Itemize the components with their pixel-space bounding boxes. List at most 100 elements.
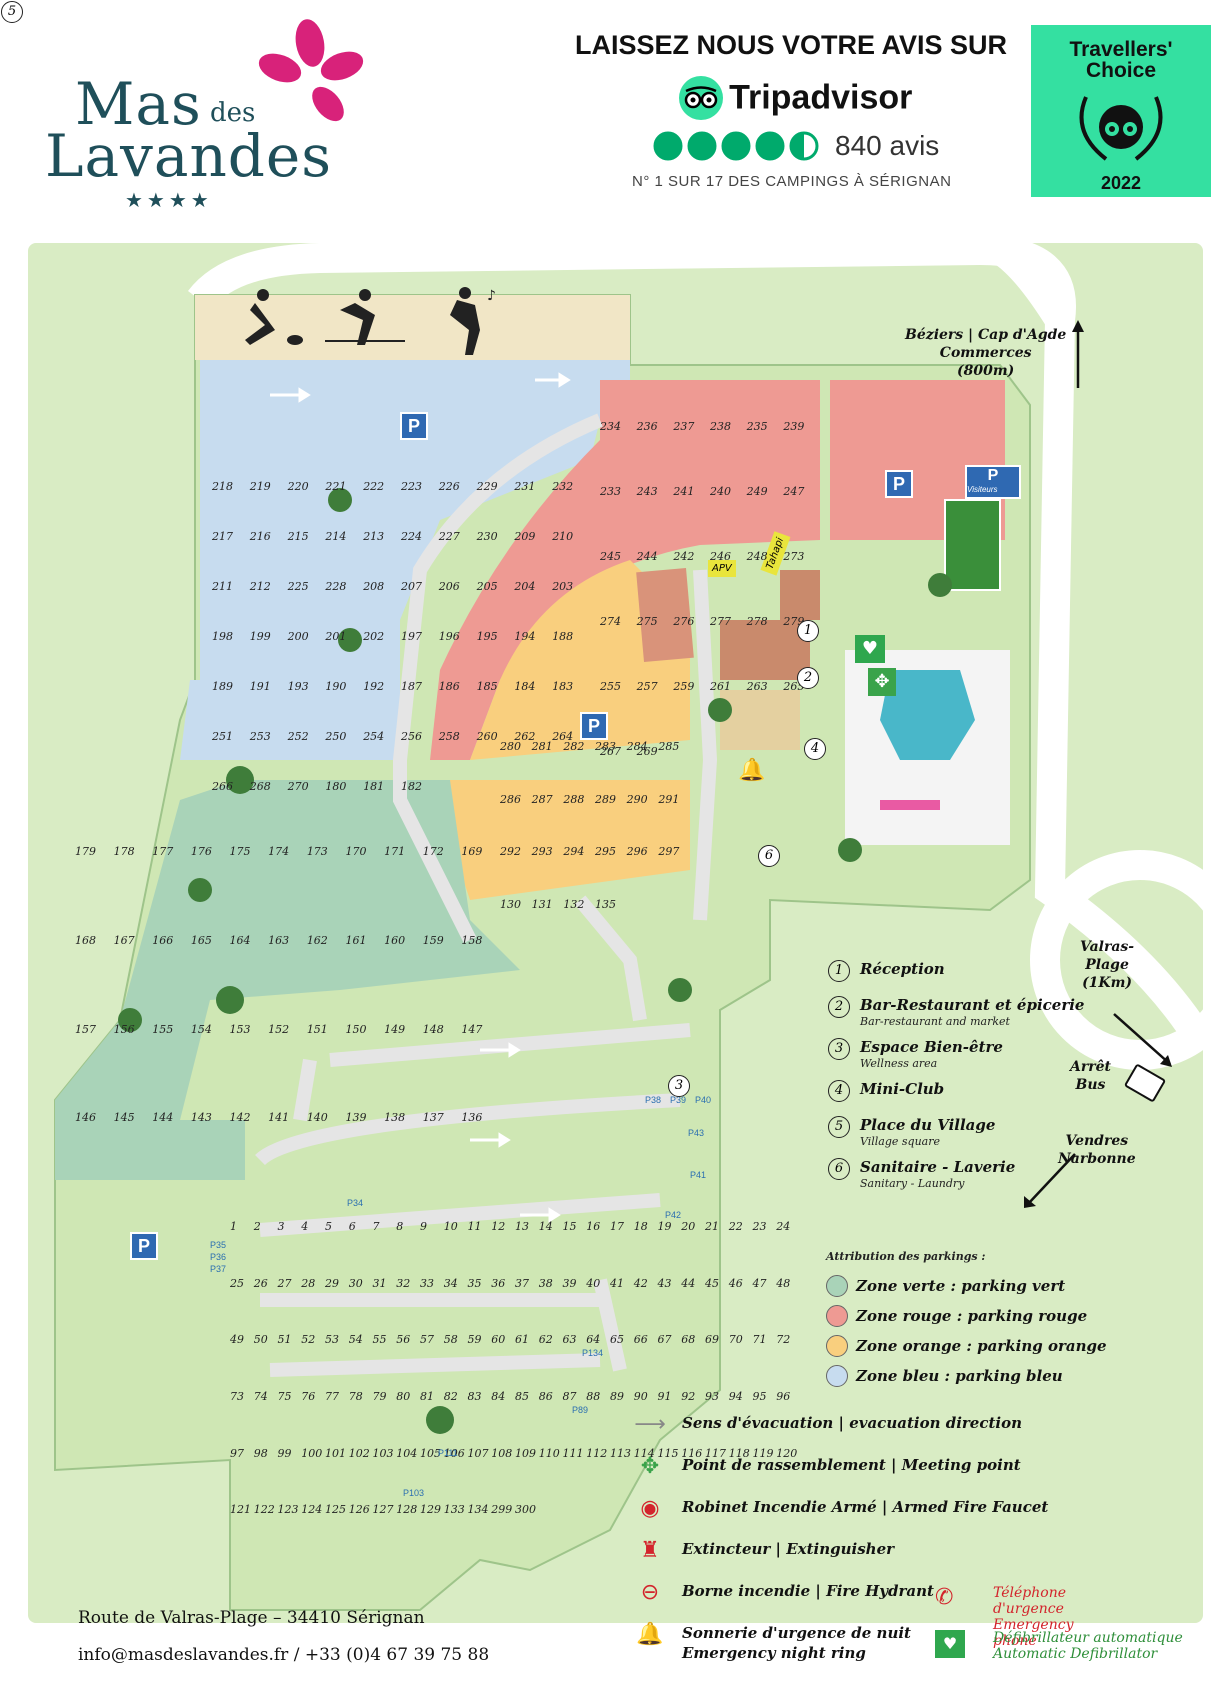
- lot-label: 115: [657, 1446, 679, 1460]
- visitors-label: Visiteurs: [967, 485, 998, 494]
- lot-label: 238: [710, 420, 731, 433]
- lot-label: 212: [249, 580, 271, 593]
- lot-label: 66: [633, 1333, 648, 1347]
- lot-label: 288: [563, 792, 585, 806]
- lot-label: 41: [610, 1276, 624, 1290]
- fire-hydrant-icon: ⊖: [640, 1580, 660, 1605]
- lot-label: 155: [152, 1022, 174, 1036]
- meeting-point-icon: ✥: [640, 1454, 660, 1479]
- lot-label: 188: [552, 630, 574, 643]
- lot-label: 124: [301, 1503, 323, 1517]
- lot-label: 300: [515, 1503, 536, 1517]
- lot-label: 22: [728, 1220, 743, 1233]
- lot-label: 139: [345, 1111, 367, 1125]
- lot-label: 96: [776, 1390, 791, 1403]
- lot-label: 134: [467, 1503, 489, 1517]
- zone-swatch: [826, 1335, 848, 1357]
- place-marker-1[interactable]: 1: [797, 620, 819, 642]
- parking-code: P41: [690, 1170, 707, 1180]
- lot-label: 131: [531, 897, 553, 911]
- lot-label: 101: [325, 1446, 346, 1460]
- blue-parking: [200, 360, 630, 420]
- lot-label: 268: [249, 780, 271, 793]
- meeting-point-icon: ✥: [868, 668, 896, 696]
- flower-icon: [258, 19, 364, 122]
- lot-label: 161: [345, 933, 367, 947]
- lot-label: 221: [325, 480, 347, 493]
- phone-icon: ✆: [935, 1585, 954, 1610]
- contact[interactable]: info@masdeslavandes.fr / +33 (0)4 67 39 …: [78, 1645, 490, 1665]
- zone-label: Zone orange : parking orange: [856, 1337, 1107, 1355]
- lot-label: 95: [752, 1390, 767, 1403]
- direction-east: Valras-Plage(1Km): [1080, 939, 1135, 991]
- lot-label: 190: [325, 680, 347, 693]
- lot-label: 11: [467, 1220, 482, 1233]
- lot-label: 285: [658, 740, 680, 753]
- orange-zone: [450, 780, 690, 900]
- lot-label: 253: [249, 730, 271, 743]
- arrow-sw-icon: [1024, 1153, 1076, 1208]
- lot-label: 224: [401, 530, 422, 543]
- place-marker-5[interactable]: 5: [1, 1, 23, 23]
- green-zone: [55, 780, 520, 1120]
- place-marker-3[interactable]: 3: [668, 1075, 690, 1097]
- parking-zone-item: Zone verte : parking vert: [826, 1275, 1107, 1305]
- lot-label: 175: [229, 845, 251, 858]
- lot-label: 174: [268, 845, 290, 858]
- arrow-icon: ⟶: [634, 1412, 666, 1437]
- lot-label: 222: [363, 480, 385, 493]
- lot-label: 247: [783, 485, 805, 498]
- lot-label: 172: [422, 845, 444, 858]
- lot-label: 233: [600, 485, 621, 498]
- lot-label: 30: [348, 1276, 363, 1290]
- lot-label: 31: [372, 1276, 387, 1290]
- lot-label: 179: [75, 845, 96, 858]
- zone-label: Zone bleu : parking bleu: [856, 1367, 1063, 1385]
- review-call: LAISSEZ NOUS VOTRE AVIS SUR: [575, 30, 1008, 60]
- parking-code: P42: [665, 1210, 682, 1220]
- award-line1: Travellers': [1069, 38, 1173, 61]
- lot-label: 181: [363, 780, 385, 793]
- lot-label: 260: [476, 730, 498, 743]
- lot-label: 47: [752, 1276, 767, 1290]
- logo-des: des: [210, 98, 256, 128]
- lot-label: 146: [75, 1111, 96, 1125]
- lot-label: 297: [658, 845, 680, 858]
- lot-label: 171: [384, 845, 406, 858]
- lot-label: 215: [287, 530, 309, 543]
- lot-label: 48: [776, 1276, 791, 1290]
- lot-label: 294: [563, 845, 585, 858]
- parking-code: P36: [210, 1252, 227, 1262]
- lot-label: 3: [277, 1220, 285, 1233]
- lot-label: 27: [277, 1276, 292, 1290]
- lot-label: 82: [443, 1390, 458, 1403]
- defibrillator-legend-icon: ♥: [935, 1630, 965, 1658]
- lot-label: 211: [212, 580, 233, 593]
- lot-label: 173: [306, 845, 328, 858]
- lot-label: 121: [230, 1503, 251, 1517]
- lot-label: 231: [514, 480, 536, 493]
- lot-label: 282: [563, 740, 585, 753]
- lot-label: 262: [514, 730, 536, 743]
- lot-label: 264: [552, 730, 574, 743]
- lot-label: 197: [401, 630, 422, 643]
- lot-label: 281: [531, 740, 553, 753]
- lot-label: 193: [287, 680, 309, 693]
- lot-label: 23: [752, 1220, 767, 1233]
- place-marker-6[interactable]: 6: [758, 845, 780, 867]
- lot-label: 176: [190, 845, 212, 858]
- place-marker-2[interactable]: 2: [797, 667, 819, 689]
- place-marker-4[interactable]: 4: [804, 738, 826, 760]
- lot-label: 59: [467, 1333, 482, 1347]
- lot-label: 287: [531, 792, 553, 806]
- lot-label: 137: [422, 1111, 444, 1125]
- lot-label: 69: [705, 1333, 719, 1347]
- symbol-label: Robinet Incendie Armé | Armed Fire Fauce…: [682, 1498, 1049, 1516]
- lot-label: 158: [461, 933, 483, 947]
- parking-code: P39: [670, 1095, 687, 1105]
- lot-label: 249: [746, 485, 768, 498]
- lot-label: 194: [514, 630, 536, 643]
- award-line2: Choice: [1085, 59, 1156, 82]
